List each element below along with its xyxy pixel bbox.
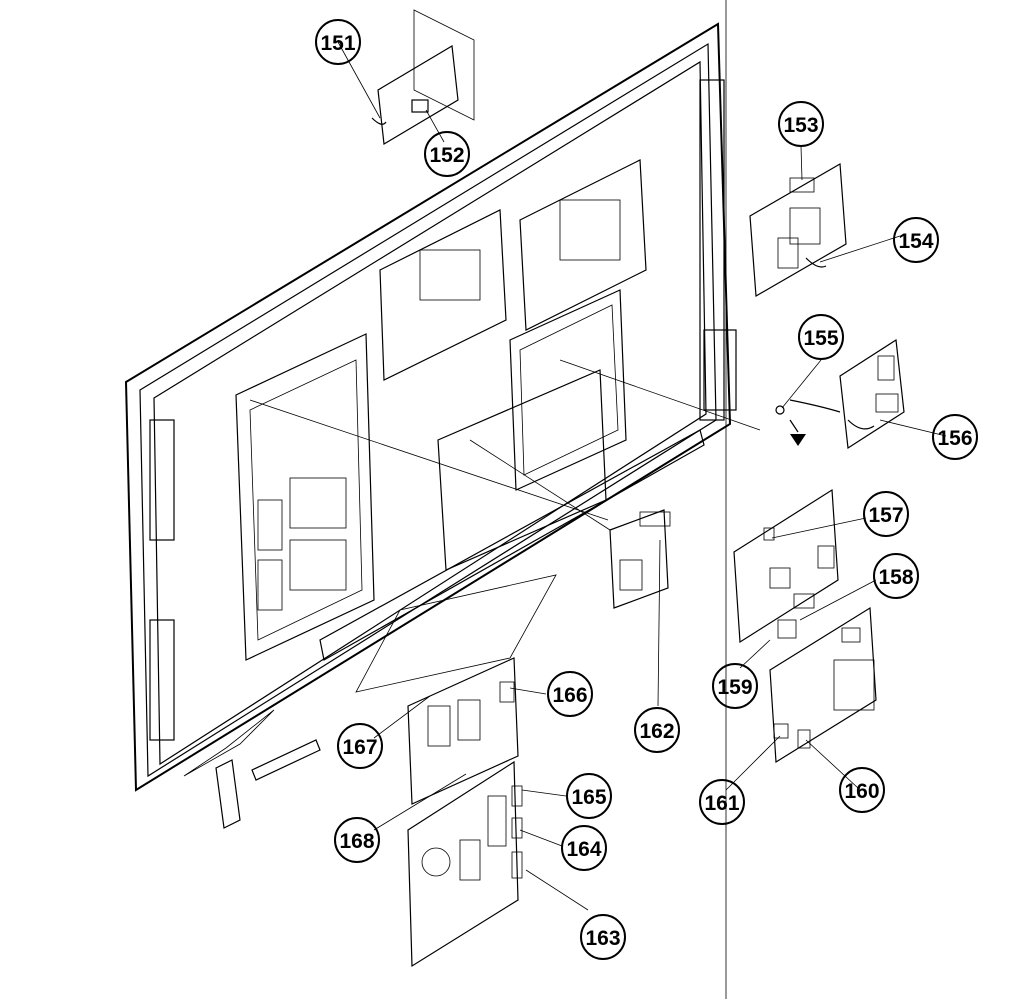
part-board-157-159	[733, 488, 839, 644]
callout-label: 159	[717, 676, 752, 699]
tv-chassis	[124, 22, 737, 792]
callout-label: 164	[566, 838, 601, 861]
callout-162: 162	[634, 707, 680, 753]
callout-161: 161	[699, 779, 745, 825]
callout-label: 156	[937, 427, 972, 450]
callout-156: 156	[932, 414, 978, 460]
callout-label: 168	[339, 830, 374, 853]
part-board-166-167	[355, 574, 557, 805]
callout-168: 168	[334, 817, 380, 863]
part-board-158-160-161	[769, 606, 877, 764]
callout-label: 154	[898, 230, 933, 253]
callout-153: 153	[778, 101, 824, 147]
callout-165: 165	[566, 773, 612, 819]
leader-lines	[249, 41, 947, 911]
callout-151: 151	[315, 19, 361, 65]
callout-label: 158	[878, 566, 913, 589]
callout-154: 154	[893, 217, 939, 263]
callout-155: 155	[798, 314, 844, 360]
callout-label: 157	[868, 504, 903, 527]
callout-167: 167	[337, 723, 383, 769]
callout-label: 163	[585, 927, 620, 950]
callout-label: 152	[429, 144, 464, 167]
callout-158: 158	[873, 553, 919, 599]
callout-163: 163	[580, 914, 626, 960]
callout-160: 160	[839, 767, 885, 813]
callout-label: 167	[342, 736, 377, 759]
part-board-155-156	[775, 338, 905, 450]
callout-164: 164	[561, 825, 607, 871]
callout-166: 166	[547, 671, 593, 717]
callout-label: 165	[571, 786, 606, 809]
callout-label: 151	[320, 32, 355, 55]
part-bracket-small	[183, 709, 321, 829]
callout-label: 161	[704, 792, 739, 815]
callout-label: 155	[803, 327, 838, 350]
callout-152: 152	[424, 131, 470, 177]
part-board-151-152	[371, 9, 475, 145]
part-board-163-168	[407, 760, 523, 968]
callout-label: 153	[783, 114, 818, 137]
part-board-162	[609, 509, 671, 609]
callout-label: 162	[639, 720, 674, 743]
callout-label: 166	[552, 684, 587, 707]
part-board-153-154	[749, 163, 847, 297]
triangle-marker-icon	[790, 434, 806, 446]
callout-159: 159	[712, 663, 758, 709]
callout-label: 160	[844, 780, 879, 803]
callout-157: 157	[863, 491, 909, 537]
